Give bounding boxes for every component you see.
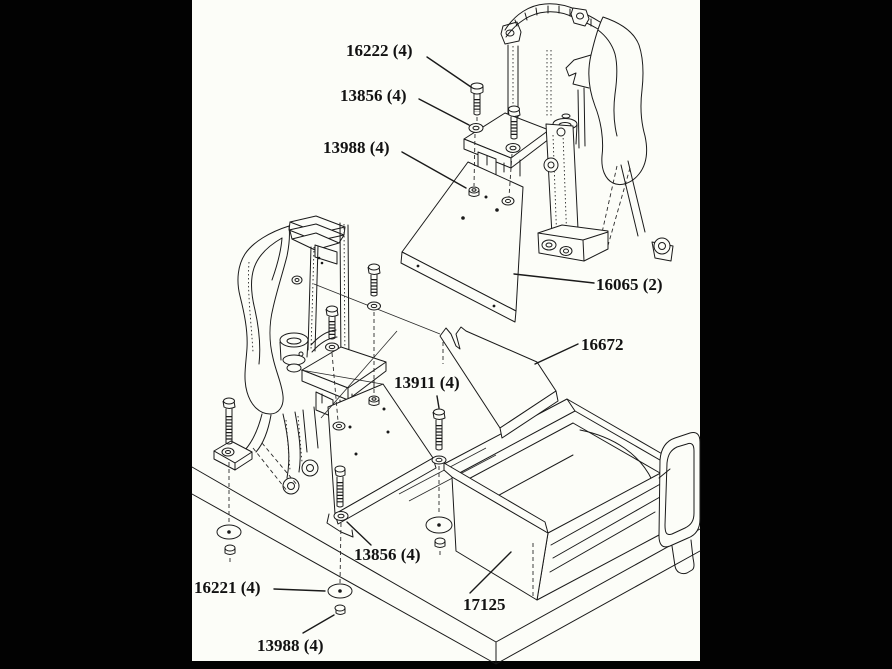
callout-17125: 17125: [463, 595, 506, 614]
callout-leader-lines: [273, 56, 595, 634]
bolt-inner-right: [505, 105, 521, 198]
bolt-left-rear: [325, 305, 339, 422]
nut-13988-top: [468, 186, 480, 197]
callout-16065: 16065 (2): [596, 275, 663, 294]
callout-16672: 16672: [581, 335, 624, 354]
callout-13988-bottom: 13988 (4): [257, 636, 324, 655]
right-mount-plate-16065: [400, 161, 524, 323]
callout-16222: 16222 (4): [346, 41, 413, 60]
bolt-16222: [468, 82, 484, 187]
bolt-far-left: [216, 397, 242, 563]
callout-13856-top: 13856 (4): [340, 86, 407, 105]
base-platform: [191, 447, 701, 665]
bolt-13911: [425, 408, 453, 557]
bracket-16672: [439, 326, 559, 439]
callout-13988-top: 13988 (4): [323, 138, 390, 157]
callout-16221: 16221 (4): [194, 578, 261, 597]
bucket-17125: [443, 398, 701, 601]
bolt-left-plate-bottom: [327, 465, 353, 615]
right-mast-assembly: [463, 3, 674, 262]
bolt-left-front: [367, 263, 381, 406]
callout-13911: 13911 (4): [394, 373, 460, 392]
hardware-fasteners: [216, 82, 521, 615]
alignment-lines: [300, 283, 534, 598]
callout-13856-bottom: 13856 (4): [354, 545, 421, 564]
